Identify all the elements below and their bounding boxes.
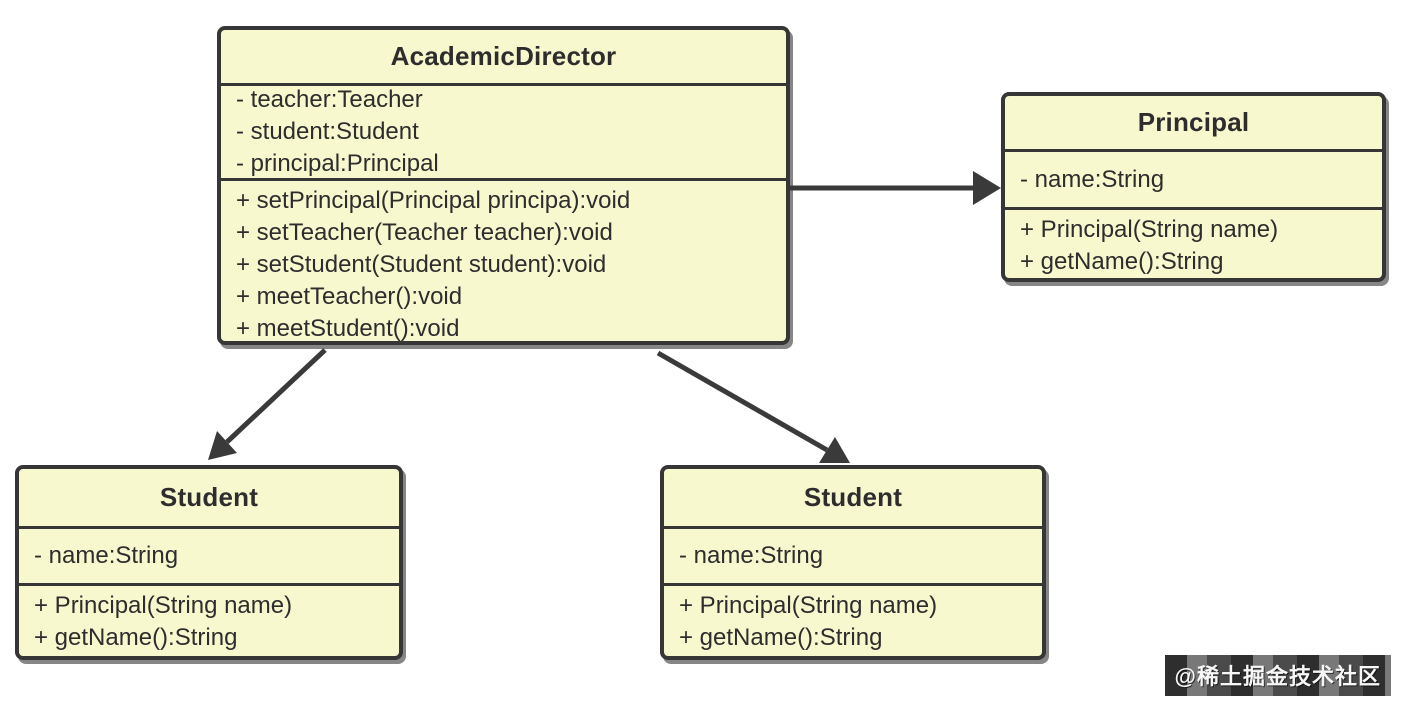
method-line: + getName():String (679, 624, 883, 651)
class-title-academicdirector: AcademicDirector (221, 30, 786, 86)
class-title-student-right: Student (664, 469, 1042, 529)
attribute-line: - principal:Principal (236, 150, 439, 177)
method-line: + Principal(String name) (1020, 216, 1279, 243)
attribute-line: - name:String (679, 542, 824, 569)
arrow-academicdirector-to-student-right (656, 350, 850, 463)
class-student-right: Student - name:String + Principal(String… (660, 465, 1046, 660)
class-academicdirector: AcademicDirector - teacher:Teacher - stu… (217, 26, 790, 345)
method-line: + getName():String (1020, 248, 1224, 275)
watermark: @稀土掘金技术社区 (1164, 655, 1391, 696)
class-principal: Principal - name:String + Principal(Stri… (1001, 92, 1386, 282)
method-line: + setStudent(Student student):void (236, 251, 607, 278)
method-line: + meetTeacher():void (236, 283, 463, 310)
class-title-principal: Principal (1005, 96, 1382, 152)
attribute-line: - student:Student (236, 118, 419, 145)
method-line: + setTeacher(Teacher teacher):void (236, 219, 613, 246)
attribute-line: - name:String (34, 542, 179, 569)
attribute-line: - name:String (1020, 165, 1165, 193)
method-line: + setPrincipal(Principal principa):void (236, 187, 631, 214)
class-methods-student-left: + Principal(String name) + getName():Str… (19, 586, 399, 658)
method-line: + Principal(String name) (679, 592, 938, 619)
class-attributes-principal: - name:String (1005, 152, 1382, 210)
class-attributes-student-right: - name:String (664, 529, 1042, 586)
method-line: + getName():String (34, 624, 238, 651)
arrow-academicdirector-to-student-left (208, 348, 327, 460)
class-student-left: Student - name:String + Principal(String… (15, 465, 403, 660)
method-line: + meetStudent():void (236, 315, 460, 342)
class-attributes-academicdirector: - teacher:Teacher - student:Student - pr… (221, 86, 786, 181)
class-methods-principal: + Principal(String name) + getName():Str… (1005, 210, 1382, 282)
arrow-academicdirector-to-principal (790, 171, 1001, 205)
class-attributes-student-left: - name:String (19, 529, 399, 586)
method-line: + Principal(String name) (34, 592, 293, 619)
class-methods-student-right: + Principal(String name) + getName():Str… (664, 586, 1042, 658)
class-title-student-left: Student (19, 469, 399, 529)
attribute-line: - teacher:Teacher (236, 86, 423, 113)
class-methods-academicdirector: + setPrincipal(Principal principa):void … (221, 181, 786, 349)
